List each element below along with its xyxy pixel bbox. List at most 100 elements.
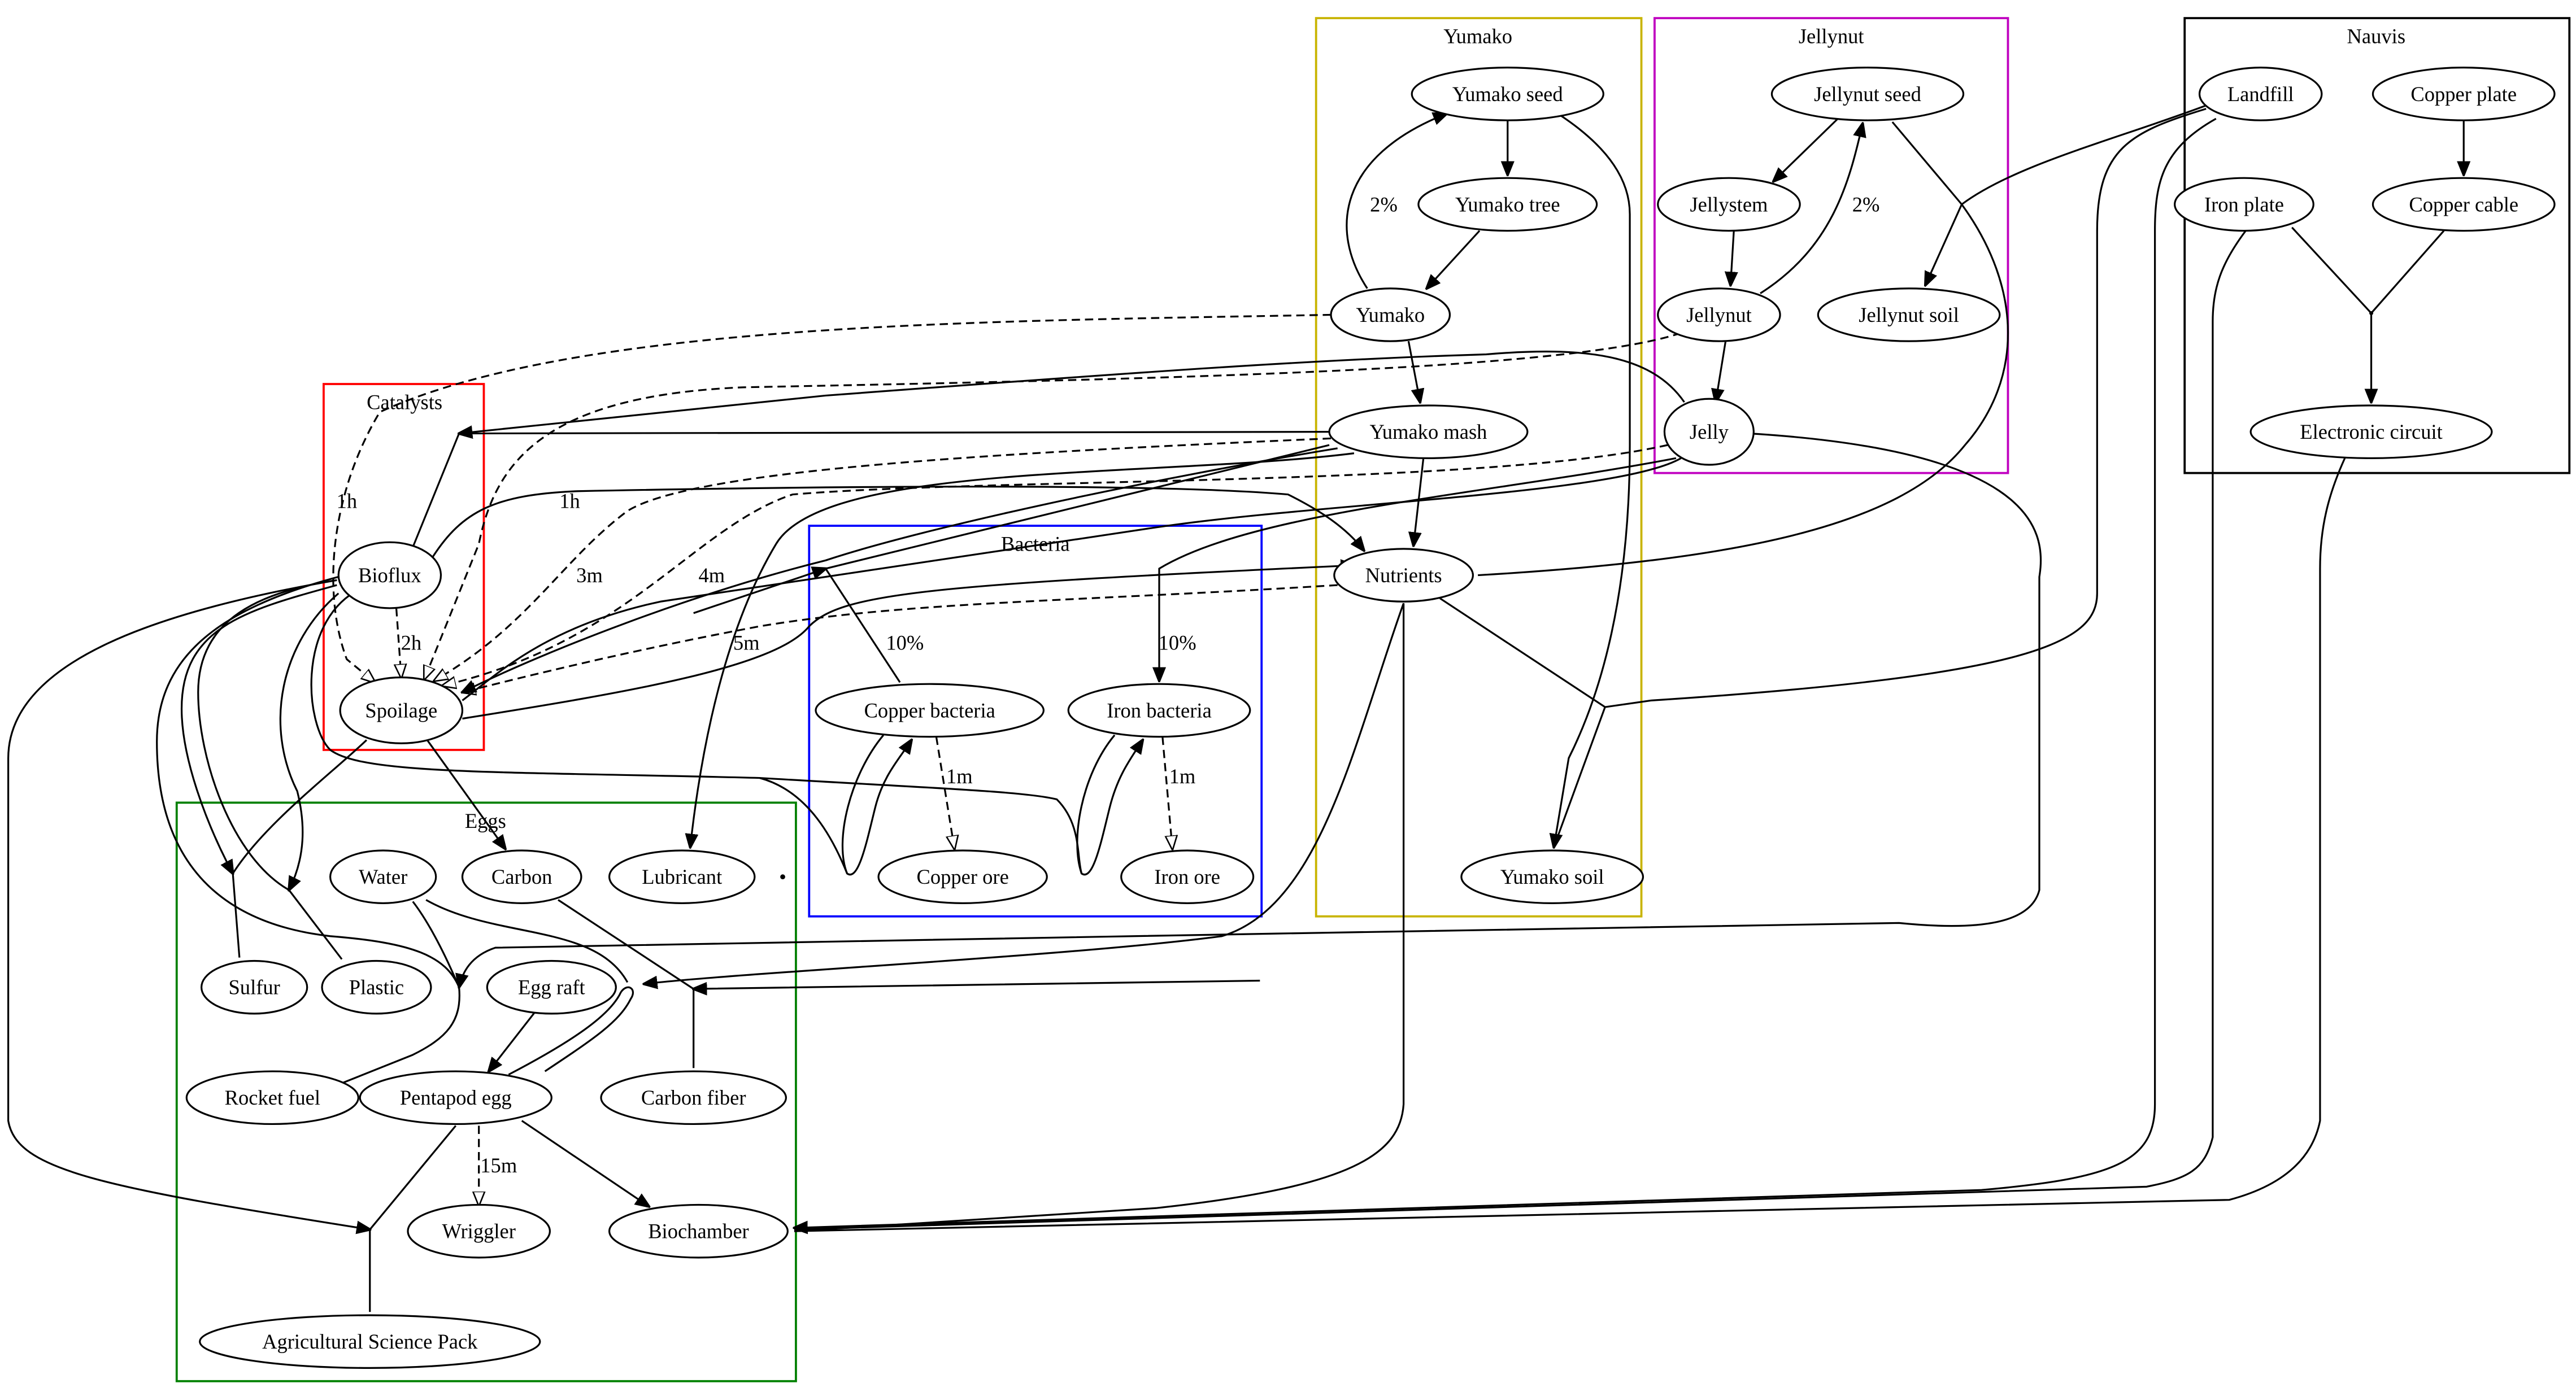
node-jellynut-soil[interactable]: Jellynut soil: [1817, 287, 2001, 342]
cluster-yumako: Yumako: [1315, 17, 1643, 918]
node-electronic-circuit[interactable]: Electronic circuit: [2249, 404, 2493, 459]
node-iron-ore[interactable]: Iron ore: [1120, 849, 1255, 904]
node-lubricant[interactable]: Lubricant: [608, 849, 756, 904]
edge-egg-to-biochamber: [521, 1120, 649, 1207]
node-label: Pentapod egg: [400, 1086, 512, 1109]
edge-jellynut-spoil: 1h: [424, 332, 1682, 679]
node-label: Water: [359, 865, 407, 888]
edge-jseed-to-jellystem: [1773, 117, 1839, 181]
node-label: Iron ore: [1154, 865, 1220, 888]
node-carbon-fiber[interactable]: Carbon fiber: [600, 1070, 787, 1125]
cluster-label: Jellynut: [1799, 25, 1864, 48]
node-bioflux[interactable]: Bioflux: [337, 541, 442, 609]
node-yumako-seed[interactable]: Yumako seed: [1411, 67, 1604, 121]
node-label: Electronic circuit: [2300, 420, 2443, 443]
node-copper-plate[interactable]: Copper plate: [2372, 67, 2556, 121]
node-label: Egg raft: [518, 976, 585, 999]
node-plastic[interactable]: Plastic: [321, 959, 432, 1015]
node-wriggler[interactable]: Wriggler: [407, 1203, 551, 1259]
edge-to-bioflux: [412, 350, 1685, 548]
cluster-jellynut: Jellynut: [1653, 17, 2009, 474]
node-yumako-tree[interactable]: Yumako tree: [1417, 177, 1598, 232]
edge-to-carbon-fiber: [558, 899, 1260, 1068]
edge-label: 1m: [1169, 765, 1196, 788]
node-label: Copper bacteria: [864, 699, 995, 722]
node-iron-plate[interactable]: Iron plate: [2174, 177, 2314, 232]
edge-label: 1h: [559, 490, 580, 513]
edge-to-rocket-fuel: [156, 431, 2042, 1089]
node-label: Iron plate: [2204, 193, 2284, 216]
node-label: Carbon: [491, 865, 552, 888]
edge-label: 1h: [337, 490, 358, 513]
node-label: Jelly: [1690, 420, 1729, 443]
node-water[interactable]: Water: [329, 849, 437, 904]
edge-yumako-to-mash: [1407, 341, 1420, 402]
node-carbon[interactable]: Carbon: [461, 849, 582, 904]
node-label: Bioflux: [358, 564, 421, 587]
edge-jelly-spoilage-solid: [462, 457, 1682, 701]
node-label: Wriggler: [442, 1220, 516, 1243]
edge-spoil-to-carbon: [425, 738, 505, 849]
edge-mash-spoil: 3m: [434, 437, 1331, 680]
edge-copper-bacteria-loop: [841, 734, 911, 876]
edge-yumako-tree-to-yumako: [1427, 230, 1481, 289]
edge-label: 2%: [1852, 193, 1880, 216]
edge-to-plastic: [197, 579, 343, 960]
node-egg-raft[interactable]: Egg raft: [486, 959, 617, 1015]
edge-label: 2%: [1370, 193, 1398, 216]
edge-to-copper-bacteria: 10%: [693, 444, 1330, 683]
edge-ironplate-to-biochamber: [794, 230, 2247, 1231]
edge-to-agri-science: [7, 579, 457, 1312]
edge-jellynut-to-jseed: 2%: [1760, 124, 1879, 294]
node-label: Sulfur: [228, 976, 280, 999]
node-label: Yumako mash: [1369, 420, 1487, 443]
point-node: [780, 874, 785, 880]
edge-jelly-spoil: 4m: [442, 444, 1668, 686]
edge-label: 10%: [886, 631, 924, 655]
cluster-label: Catalysts: [367, 391, 442, 414]
node-label: Spoilage: [365, 699, 437, 722]
edge-label: 2h: [401, 631, 422, 655]
node-label: Agricultural Science Pack: [262, 1330, 478, 1353]
node-jellystem[interactable]: Jellystem: [1657, 177, 1801, 232]
node-label: Rocket fuel: [225, 1086, 320, 1109]
node-label: Jellynut soil: [1859, 303, 1959, 326]
node-label: Yumako soil: [1500, 865, 1604, 888]
node-spoilage[interactable]: Spoilage: [339, 676, 464, 744]
node-sulfur[interactable]: Sulfur: [201, 959, 308, 1015]
node-label: Iron bacteria: [1107, 699, 1212, 722]
node-label: Yumako tree: [1455, 193, 1560, 216]
node-rocket-fuel[interactable]: Rocket fuel: [185, 1070, 359, 1125]
node-copper-bacteria[interactable]: Copper bacteria: [815, 683, 1045, 738]
edge-label: 15m: [480, 1154, 517, 1177]
node-jelly[interactable]: Jelly: [1663, 398, 1755, 466]
edge-mash-to-nutrients: [1413, 458, 1425, 546]
junction-dot: [2369, 311, 2374, 316]
node-jellynut-seed[interactable]: Jellynut seed: [1770, 67, 1965, 121]
node-jellynut[interactable]: Jellynut: [1657, 287, 1781, 342]
edge-landfill-to-biochamber: [794, 117, 2217, 1228]
node-label: Biochamber: [648, 1220, 749, 1243]
edge-yumako-to-seed: 2%: [1346, 114, 1447, 289]
node-label: Jellynut seed: [1814, 82, 1921, 106]
cluster-catalysts: Catalysts: [323, 383, 485, 751]
cluster-nauvis: Nauvis: [2183, 17, 2571, 474]
node-yumako-soil[interactable]: Yumako soil: [1460, 849, 1644, 904]
node-agricultural-science-pack[interactable]: Agricultural Science Pack: [199, 1314, 541, 1369]
edge-iron-bacteria-loop: [1076, 734, 1143, 876]
node-yumako-mash[interactable]: Yumako mash: [1328, 404, 1529, 459]
node-copper-cable[interactable]: Copper cable: [2372, 177, 2556, 232]
node-biochamber[interactable]: Biochamber: [608, 1203, 789, 1259]
edge-yumako-spoil: 1h: [332, 313, 1331, 682]
node-label: Landfill: [2227, 82, 2294, 106]
node-yumako[interactable]: Yumako: [1330, 287, 1451, 342]
node-iron-bacteria[interactable]: Iron bacteria: [1067, 683, 1251, 738]
node-landfill[interactable]: Landfill: [2198, 67, 2323, 121]
node-label: Nutrients: [1365, 564, 1442, 587]
edge-jseed-landfill-branch: [1478, 203, 2009, 577]
node-pentapod-egg[interactable]: Pentapod egg: [359, 1070, 552, 1125]
edge-mash-to-lubricant: [690, 452, 1355, 848]
node-copper-ore[interactable]: Copper ore: [877, 849, 1048, 904]
node-nutrients[interactable]: Nutrients: [1333, 548, 1474, 603]
